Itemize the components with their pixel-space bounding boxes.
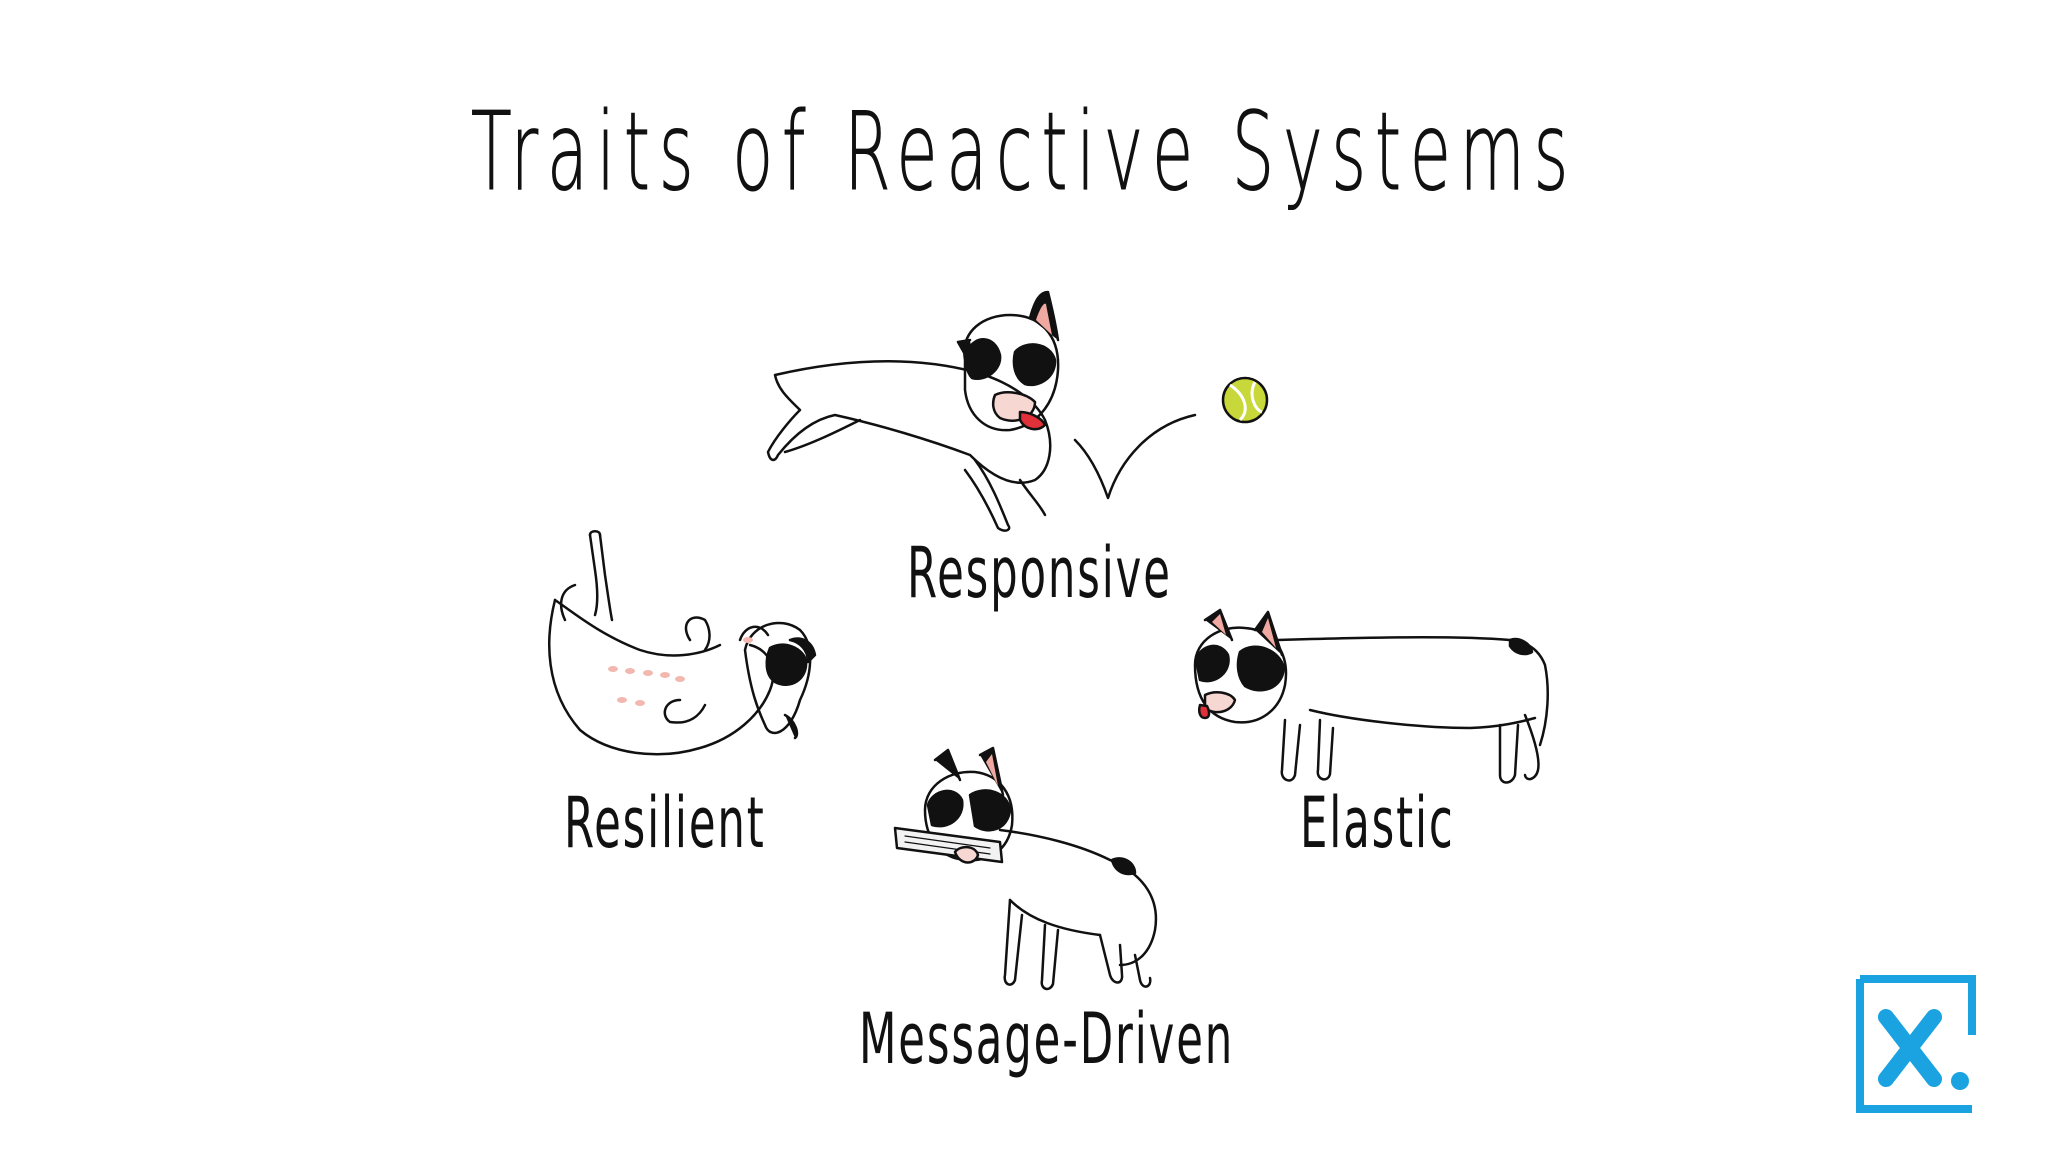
trait-label-responsive: Responsive bbox=[907, 532, 1172, 614]
resilient-dog-illustration bbox=[548, 530, 817, 756]
message-driven-dog-illustration bbox=[893, 746, 1158, 991]
trait-label-elastic: Elastic bbox=[1300, 782, 1455, 864]
trait-label-resilient: Resilient bbox=[564, 782, 766, 864]
x-dot-logo-icon bbox=[1856, 975, 1976, 1113]
elastic-dog-illustration bbox=[1193, 608, 1549, 784]
tennis-ball-icon bbox=[1221, 376, 1269, 424]
trait-label-message-driven: Message-Driven bbox=[859, 998, 1235, 1080]
responsive-dog-illustration bbox=[766, 290, 1197, 532]
slide-title: Traits of Reactive Systems bbox=[470, 90, 1578, 216]
